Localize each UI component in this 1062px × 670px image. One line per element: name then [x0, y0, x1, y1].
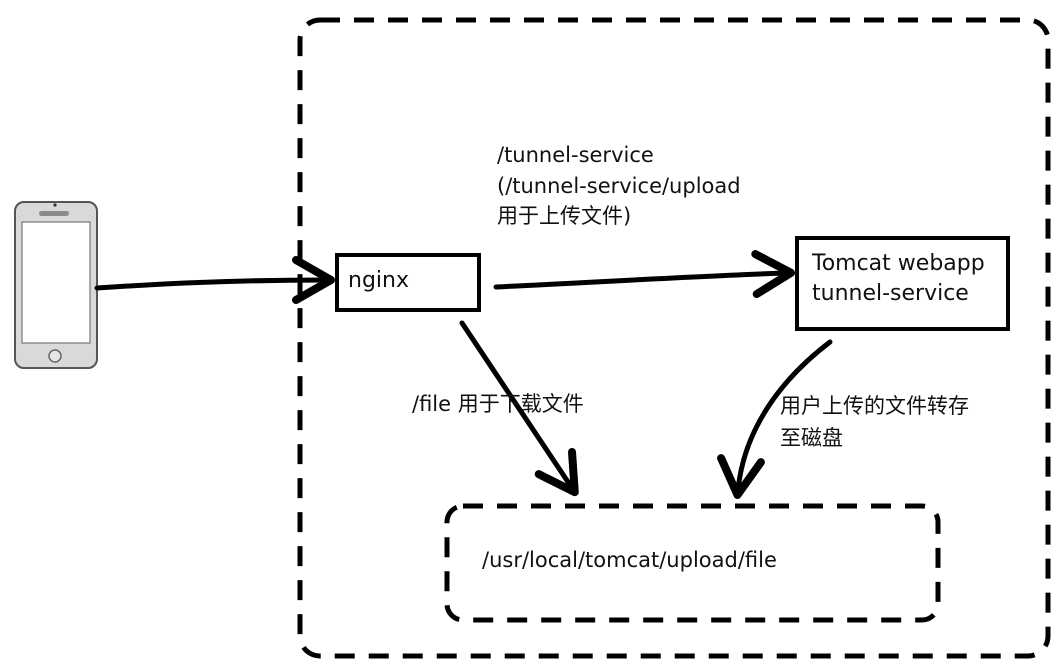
edge-label-upload-to-disk-line2: 至磁盘 — [780, 426, 843, 450]
arrow-nginx-to-tomcat — [493, 250, 795, 299]
nginx-label: nginx — [348, 268, 409, 293]
edge-label-file-download: /file 用于下载文件 — [412, 392, 584, 416]
arrow-nginx-to-storage — [459, 320, 579, 497]
storage-boundary — [444, 503, 941, 623]
arrow-phone-to-nginx — [94, 256, 335, 305]
arrow-tomcat-to-storage — [717, 339, 833, 499]
tomcat-label-line2: tunnel-service — [812, 281, 969, 306]
nginx-box — [335, 253, 481, 312]
storage-path-label: /usr/local/tomcat/upload/file — [482, 548, 777, 572]
tomcat-box — [795, 236, 1010, 331]
smartphone-icon — [14, 201, 98, 369]
edge-label-tunnel-service-line1: /tunnel-service — [497, 143, 654, 167]
edge-label-tunnel-service-line3: 用于上传文件) — [497, 204, 632, 228]
server-boundary — [297, 17, 1051, 659]
tomcat-label-line1: Tomcat webapp — [812, 251, 985, 276]
edge-label-upload-to-disk-line1: 用户上传的文件转存 — [780, 394, 969, 418]
edge-label-tunnel-service-line2: (/tunnel-service/upload — [497, 174, 741, 198]
